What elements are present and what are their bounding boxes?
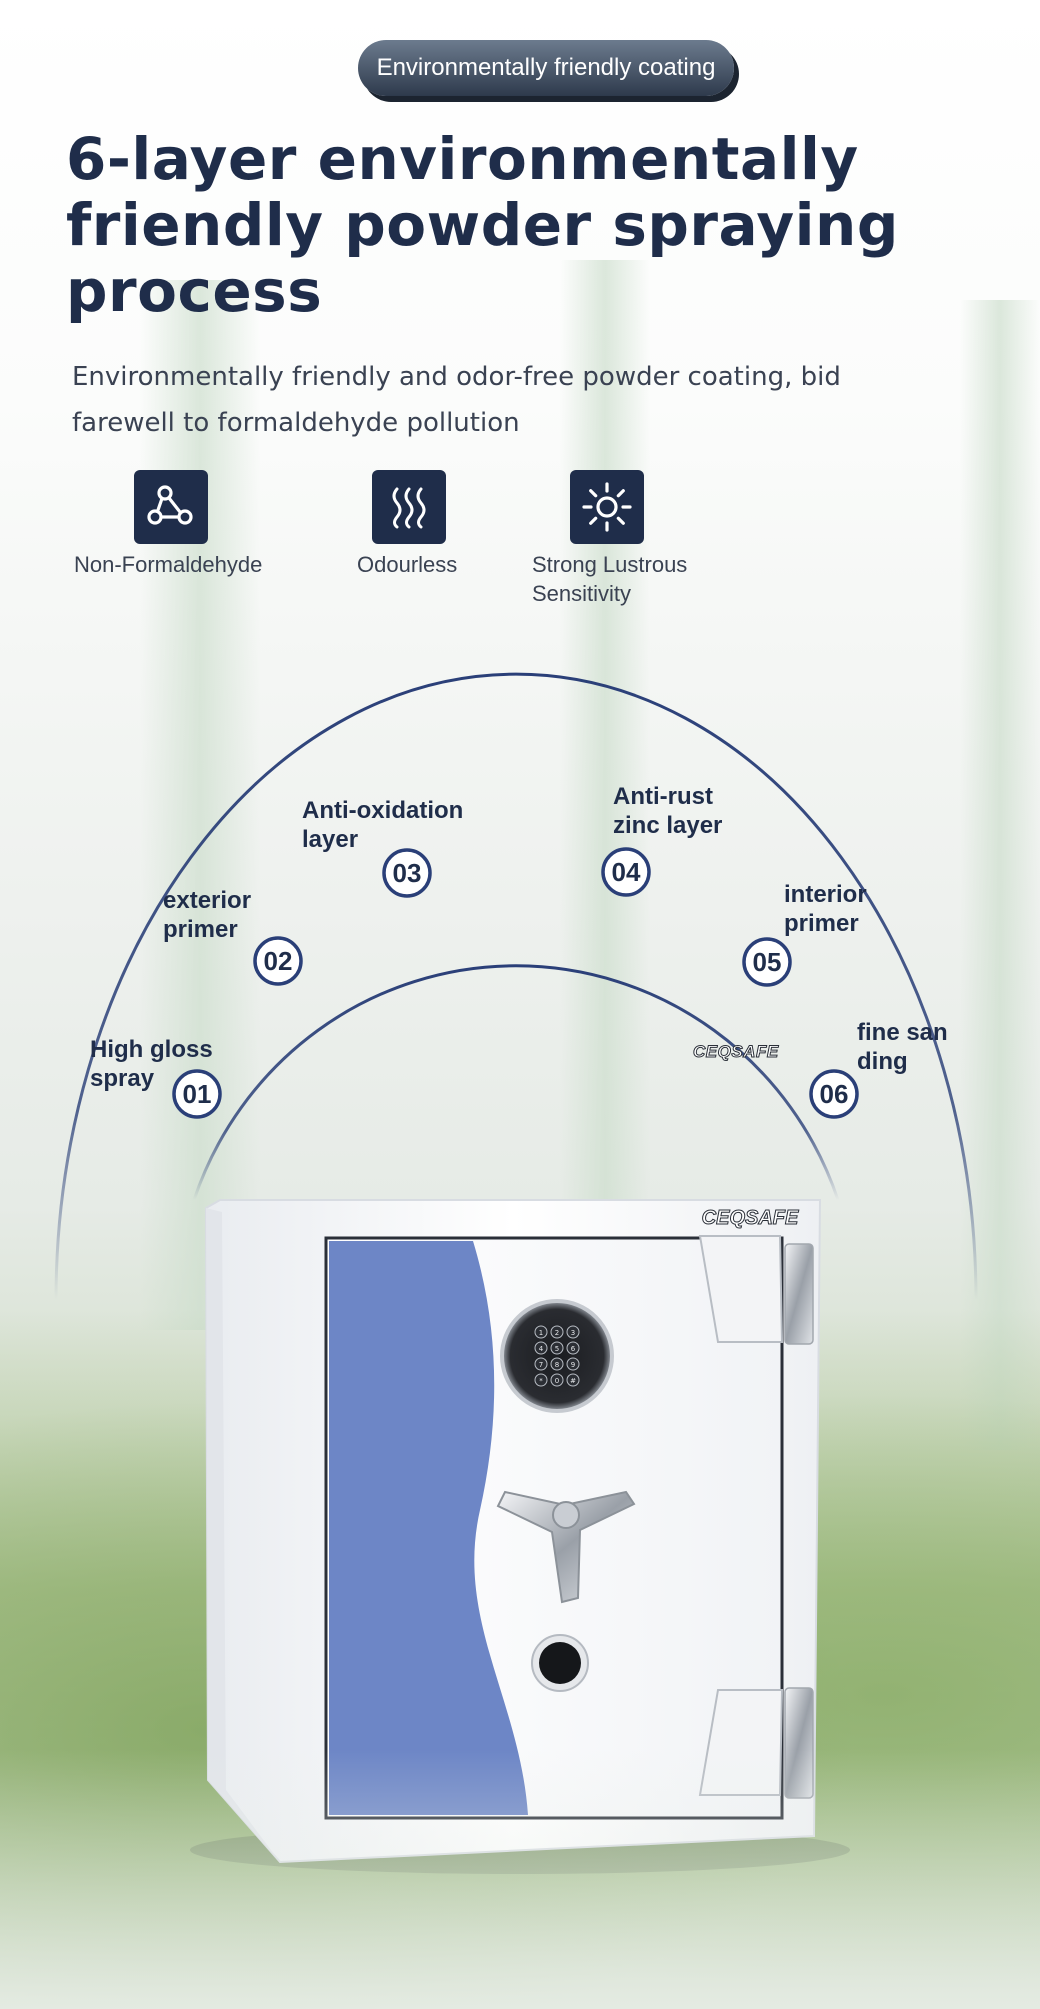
odor-waves-icon <box>372 470 446 544</box>
layer-label-line: High gloss <box>90 1036 213 1063</box>
keypad-key <box>566 1373 580 1387</box>
background-pillar <box>140 280 260 1330</box>
title-line: process <box>66 257 323 325</box>
layer-label-line: Anti-oxidation <box>302 797 464 824</box>
keypad-key <box>550 1341 564 1355</box>
keypad-key <box>566 1357 580 1371</box>
feature-label-line: Strong Lustrous <box>532 552 688 577</box>
feature-label: Odourless <box>357 552 458 577</box>
layer-label-line: zinc layer <box>613 812 723 839</box>
ground-fog <box>0 1749 1040 2009</box>
layer-label-line: fine san <box>857 1019 948 1046</box>
safe-keyhole <box>531 1634 589 1692</box>
layer-label-line: exterior <box>163 887 252 914</box>
layer-label-line: Anti-rust <box>613 783 713 810</box>
safe-left-side <box>206 1208 280 1862</box>
background-pillar <box>560 260 650 1260</box>
feature-strong-lustrous: Strong Lustrous Sensitivity <box>532 470 687 606</box>
layer-label-04: Anti-rust zinc layer <box>613 782 722 840</box>
feature-label: Strong Lustrous Sensitivity <box>532 550 687 608</box>
title-line: 6-layer environmentally <box>66 125 859 193</box>
feature-label-line: Sensitivity <box>532 581 632 606</box>
keypad-key-label: 7 <box>539 1361 543 1369</box>
keypad-key-label: 1 <box>539 1329 543 1337</box>
layer-label-line: layer <box>302 826 359 853</box>
subtitle-line: Environmentally friendly and odor-free p… <box>72 362 841 392</box>
keypad-key-label: 0 <box>555 1377 559 1385</box>
layer-label-01: High gloss spray <box>90 1035 213 1093</box>
feature-odourless: Odourless <box>357 470 457 577</box>
safe-blue-panel <box>329 1241 528 1815</box>
layer-label-line: primer <box>784 910 859 937</box>
keypad-key-label: 2 <box>555 1329 559 1337</box>
keypad-key-label: 4 <box>539 1345 544 1353</box>
layer-label-line: primer <box>163 916 238 943</box>
page-title: 6-layer environmentally friendly powder … <box>66 126 966 324</box>
keypad-key <box>550 1357 564 1371</box>
keypad-key-label: # <box>570 1377 576 1385</box>
inner-arc <box>192 964 840 1201</box>
brand-watermark: CEQSAFE <box>693 1042 779 1062</box>
background-pillar <box>960 300 1040 1450</box>
keypad-key <box>566 1341 580 1355</box>
keypad-key <box>550 1325 564 1339</box>
keypad-key <box>566 1325 580 1339</box>
sun-icon <box>570 470 644 544</box>
layer-label-line: spray <box>90 1065 155 1092</box>
safe-handle <box>496 1490 636 1604</box>
keypad-key-label: 8 <box>555 1361 559 1369</box>
feature-label: Non-Formaldehyde <box>74 552 263 577</box>
keypad-key-label: 9 <box>571 1361 575 1369</box>
layer-label-03: Anti-oxidation layer <box>302 796 463 854</box>
keypad-key <box>550 1373 564 1387</box>
subtitle-line: farewell to formaldehyde pollution <box>72 408 520 438</box>
title-line: friendly powder spraying <box>66 191 899 259</box>
layer-label-line: interior <box>784 881 867 908</box>
keypad-key-label: * <box>539 1377 543 1385</box>
keypad-key <box>534 1325 548 1339</box>
molecule-icon <box>134 470 208 544</box>
keypad-key <box>534 1357 548 1371</box>
safe-keypad: 1 2 3 4 5 6 7 8 9 * 0 # <box>500 1299 614 1413</box>
layer-label-02: exterior primer <box>163 886 251 944</box>
page-subtitle: Environmentally friendly and odor-free p… <box>72 354 872 446</box>
coating-badge: Environmentally friendly coating <box>358 40 734 96</box>
keypad-key <box>534 1341 548 1355</box>
keypad-key <box>534 1373 548 1387</box>
layer-label-06: fine san ding <box>857 1018 948 1076</box>
keypad-key-label: 3 <box>571 1329 575 1337</box>
layer-label-05: interior primer <box>784 880 867 938</box>
outer-arc <box>54 672 978 1301</box>
safe-brand: CEQSAFE <box>702 1207 799 1229</box>
keypad-key-label: 5 <box>555 1345 559 1353</box>
keypad-key-label: 6 <box>571 1345 576 1353</box>
feature-non-formaldehyde: Non-Formaldehyde <box>74 470 262 577</box>
safe-hinge-top <box>698 1235 814 1345</box>
layer-label-line: ding <box>857 1048 908 1075</box>
